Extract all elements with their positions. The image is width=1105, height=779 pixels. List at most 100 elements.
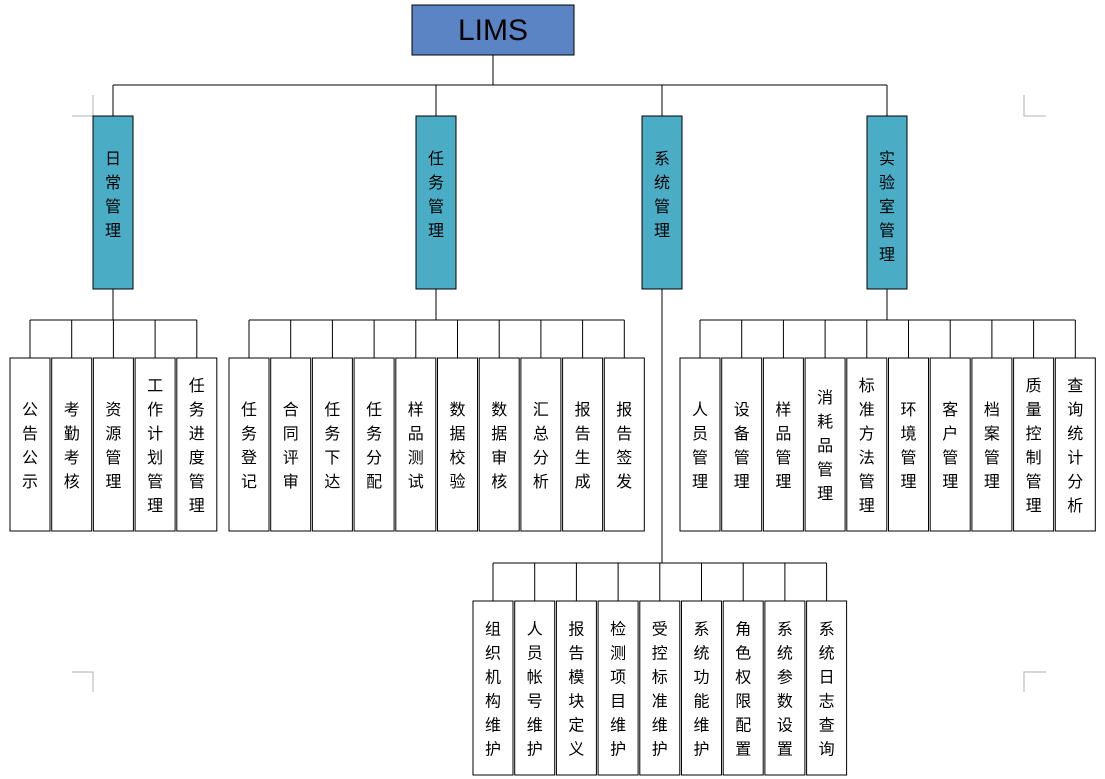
leaf-2-3-label: 任务下达 [324, 400, 340, 491]
leaf-1-1-box [9, 357, 51, 532]
leaf-2-5: 样品测试 [395, 357, 437, 532]
leaf-3-7: 角色权限配置 [722, 600, 764, 776]
leaf-3-1: 组织机构维护 [472, 600, 514, 776]
root-label: LIMS [458, 14, 528, 47]
leaf-3-9-label: 系统日志查询 [819, 620, 835, 759]
leaf-2-3: 任务下达 [311, 357, 353, 532]
leaf-3-4: 检测项目维护 [597, 600, 639, 776]
leaf-2-7-label: 数据审核 [491, 400, 507, 491]
leaf-3-8: 系统参数设置 [764, 600, 806, 776]
leaf-4-4: 消耗品管理 [804, 357, 846, 532]
leaf-2-4-box [353, 357, 395, 532]
leaf-2-9-box [562, 357, 604, 532]
leaf-3-3-box [555, 600, 597, 776]
category-2-box [415, 115, 457, 290]
leaf-2-3-box [311, 357, 353, 532]
leaf-3-5-label: 受控标准维护 [652, 620, 668, 759]
leaf-2-8: 汇总分析 [520, 357, 562, 532]
leaf-4-1-box [679, 357, 721, 532]
leaf-4-8-label: 档案管理 [984, 400, 1000, 491]
category-2-label: 任务管理 [428, 149, 444, 240]
leaf-1-4-label: 工作计划管理 [147, 376, 163, 515]
leaf-2-5-box [395, 357, 437, 532]
leaf-2-6-label: 数据校验 [449, 400, 465, 491]
leaf-2-10: 报告签发 [603, 357, 645, 532]
leaf-4-10: 查询统计分析 [1054, 357, 1096, 532]
leaf-3-9: 系统日志查询 [806, 600, 848, 776]
leaf-3-1-label: 组织机构维护 [485, 620, 501, 759]
category-4-label: 实验室管理 [879, 149, 895, 264]
category-4-box [866, 115, 908, 290]
category-3-box [641, 115, 683, 290]
leaf-1-1-label: 公告公示 [22, 400, 38, 491]
category-1: 日常管理 [92, 115, 134, 290]
leaf-4-9-box [1013, 357, 1055, 532]
leaf-4-1: 人员管理 [679, 357, 721, 532]
leaf-2-2: 合同评审 [270, 357, 312, 532]
leaf-4-8: 档案管理 [971, 357, 1013, 532]
leaf-3-6-label: 系统功能维护 [693, 620, 709, 759]
leaf-4-2: 设备管理 [721, 357, 763, 532]
leaf-4-3-box [762, 357, 804, 532]
leaf-4-4-label: 消耗品管理 [817, 388, 833, 503]
category-1-label: 日常管理 [105, 149, 121, 240]
leaf-4-7-box [929, 357, 971, 532]
category-2: 任务管理 [415, 115, 457, 290]
leaf-2-9-label: 报告生成 [575, 400, 591, 491]
leaf-2-5-label: 样品测试 [408, 400, 424, 491]
leaf-2-4: 任务分配 [353, 357, 395, 532]
leaf-2-10-box [603, 357, 645, 532]
leaf-1-1: 公告公示 [9, 357, 51, 532]
leaf-4-3-label: 样品管理 [775, 400, 791, 491]
leaf-2-8-label: 汇总分析 [533, 400, 549, 491]
leaf-2-6: 数据校验 [437, 357, 478, 532]
leaf-2-6-box [437, 357, 478, 532]
leaf-3-2-label: 人员帐号维护 [527, 620, 543, 759]
leaf-3-6-box [681, 600, 722, 776]
leaf-3-7-label: 角色权限配置 [735, 620, 751, 759]
leaf-1-4: 工作计划管理 [134, 357, 176, 532]
leaf-4-10-box [1054, 357, 1096, 532]
leaf-1-5-box [176, 357, 218, 532]
leaf-4-5-label: 标准方法管理 [859, 376, 875, 515]
leaf-1-5: 任务进度管理 [176, 357, 218, 532]
leaf-4-10-label: 查询统计分析 [1067, 376, 1083, 515]
leaf-1-3-label: 资源管理 [105, 400, 121, 491]
leaf-4-5-box [846, 357, 888, 532]
root-node: LIMS [411, 4, 575, 56]
leaf-3-8-box [764, 600, 806, 776]
leaf-4-6-label: 环境管理 [900, 400, 916, 491]
leaf-4-3: 样品管理 [762, 357, 804, 532]
leaf-2-7-box [478, 357, 520, 532]
leaf-1-3: 资源管理 [92, 357, 134, 532]
leaf-4-9: 质量控制管理 [1013, 357, 1055, 532]
category-3: 系统管理 [641, 115, 683, 290]
leaf-4-2-box [721, 357, 763, 532]
leaf-3-9-box [806, 600, 848, 776]
leaf-2-2-label: 合同评审 [283, 400, 299, 491]
leaf-3-2-box [514, 600, 556, 776]
leaf-3-2: 人员帐号维护 [514, 600, 556, 776]
leaf-1-5-label: 任务进度管理 [189, 376, 205, 515]
leaf-2-10-label: 报告签发 [616, 400, 632, 491]
leaf-2-1: 任务登记 [228, 357, 270, 532]
leaf-1-2-label: 考勤考核 [64, 400, 80, 491]
leaf-3-4-box [597, 600, 639, 776]
leaf-3-3: 报告模块定义 [555, 600, 597, 776]
leaf-4-6: 环境管理 [888, 357, 929, 532]
leaf-3-8-label: 系统参数设置 [777, 620, 793, 759]
connector-lines [29, 55, 1076, 601]
leaf-1-3-box [92, 357, 134, 532]
leaf-2-1-label: 任务登记 [241, 400, 257, 491]
leaf-1-4-box [134, 357, 176, 532]
leaf-4-8-box [971, 357, 1013, 532]
leaf-3-5: 受控标准维护 [639, 600, 681, 776]
leaf-4-5: 标准方法管理 [846, 357, 888, 532]
leaf-1-2: 考勤考核 [51, 357, 93, 532]
leaf-4-1-label: 人员管理 [692, 400, 708, 491]
leaf-1-2-box [51, 357, 93, 532]
leaf-4-7-label: 客户管理 [942, 400, 958, 491]
category-3-label: 系统管理 [654, 149, 670, 240]
